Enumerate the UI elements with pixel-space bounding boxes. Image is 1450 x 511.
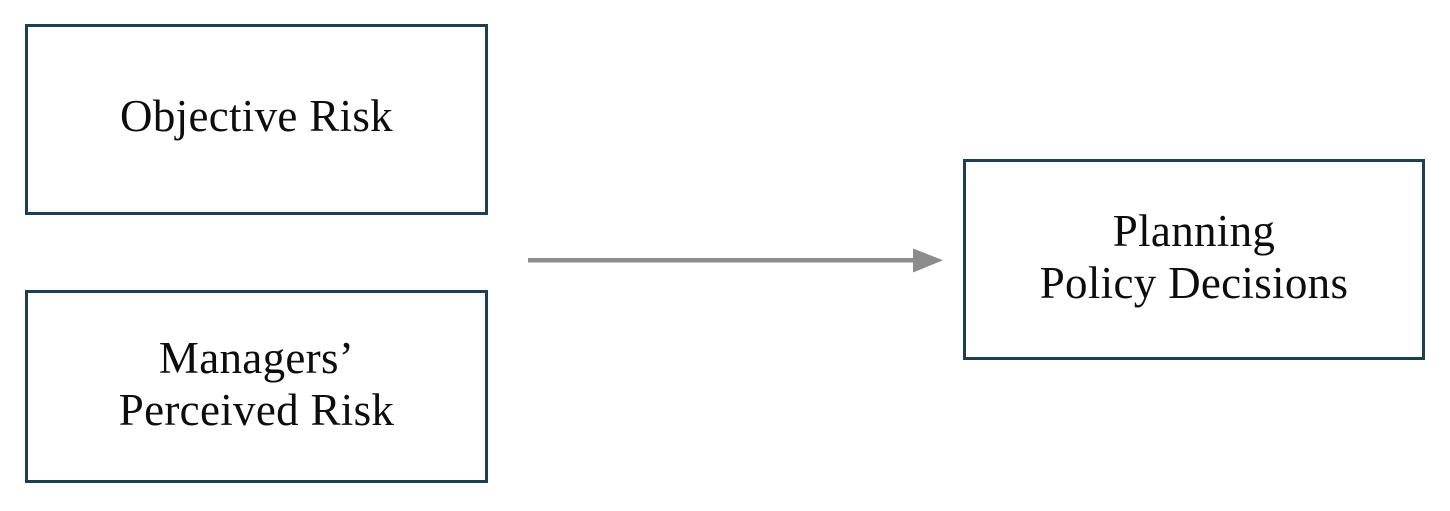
- node-planning-policy-decisions[interactable]: Planning Policy Decisions: [963, 159, 1425, 360]
- node-managers-perceived-risk-label: Managers’ Perceived Risk: [118, 333, 395, 435]
- node-planning-policy-decisions-label: Planning Policy Decisions: [1039, 206, 1349, 308]
- connector-arrow-risk-to-decisions: [528, 248, 943, 273]
- node-managers-perceived-risk[interactable]: Managers’ Perceived Risk: [25, 290, 488, 483]
- arrow-head-icon: [913, 248, 943, 273]
- node-objective-risk[interactable]: Objective Risk: [25, 24, 488, 215]
- node-objective-risk-label: Objective Risk: [120, 90, 393, 141]
- arrow-shaft-icon: [528, 258, 917, 263]
